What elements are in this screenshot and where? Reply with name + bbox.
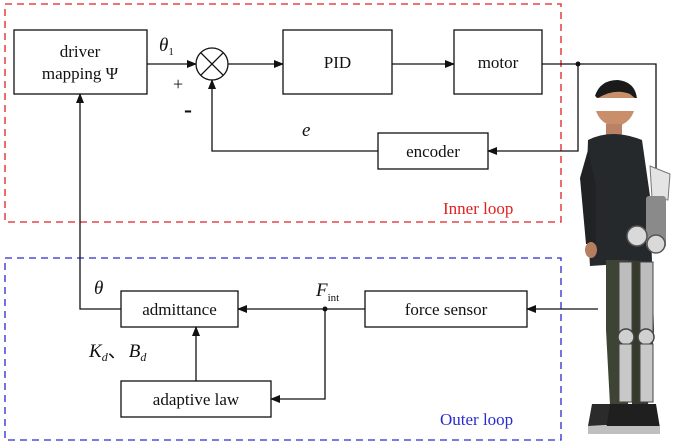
minus-sign: -	[184, 97, 192, 123]
bd-sub: d	[140, 350, 147, 364]
kd-main: K	[88, 341, 103, 362]
driver-mapping-block: driver mapping Ψ	[13, 29, 148, 95]
encoder-block: encoder	[377, 132, 489, 170]
inner-loop-label: Inner loop	[443, 199, 513, 218]
arrow-motor-to-encoder	[487, 64, 579, 155]
theta-label: θ	[94, 278, 103, 299]
driver-mapping-label-line1: driver	[60, 42, 101, 61]
exoskeleton-person-image	[580, 80, 671, 434]
fint-sub: int	[328, 292, 340, 304]
bd-main: B	[129, 341, 141, 362]
theta1-sub: 1	[168, 46, 174, 58]
outer-loop-boundary	[4, 257, 562, 441]
face-privacy-bar	[590, 98, 637, 111]
encoder-label: encoder	[406, 142, 460, 161]
adaptive-law-label: adaptive law	[153, 390, 240, 409]
fint-main: F	[315, 280, 328, 301]
admittance-label: admittance	[142, 300, 217, 319]
force-sensor-label: force sensor	[405, 300, 488, 319]
kd-sub: d	[102, 350, 109, 364]
fint-label: Fint	[315, 280, 339, 304]
motor-block: motor	[453, 29, 543, 95]
inner-loop-boundary	[4, 3, 562, 223]
arrow-admittance-to-driver	[76, 93, 121, 310]
kd-bd-separator: 、	[108, 341, 127, 362]
admittance-block: admittance	[120, 290, 239, 328]
pid-block: PID	[282, 29, 393, 95]
summing-junction	[195, 47, 229, 81]
theta1-main: θ	[159, 35, 168, 56]
outer-loop-label: Outer loop	[440, 410, 513, 429]
motor-label: motor	[478, 53, 519, 72]
arrow-encoder-feedback	[208, 79, 378, 152]
driver-mapping-label-line2: mapping Ψ	[42, 64, 119, 83]
adaptive-law-block: adaptive law	[120, 380, 272, 418]
kd-bd-label: Kd、Bd	[88, 341, 147, 364]
theta1-label: θ1	[159, 35, 174, 58]
error-label: e	[302, 120, 310, 141]
pid-label: PID	[324, 53, 351, 72]
arrow-fint-to-adaptive-law	[270, 309, 326, 403]
force-sensor-block: force sensor	[364, 290, 528, 328]
plus-sign: +	[173, 74, 183, 94]
